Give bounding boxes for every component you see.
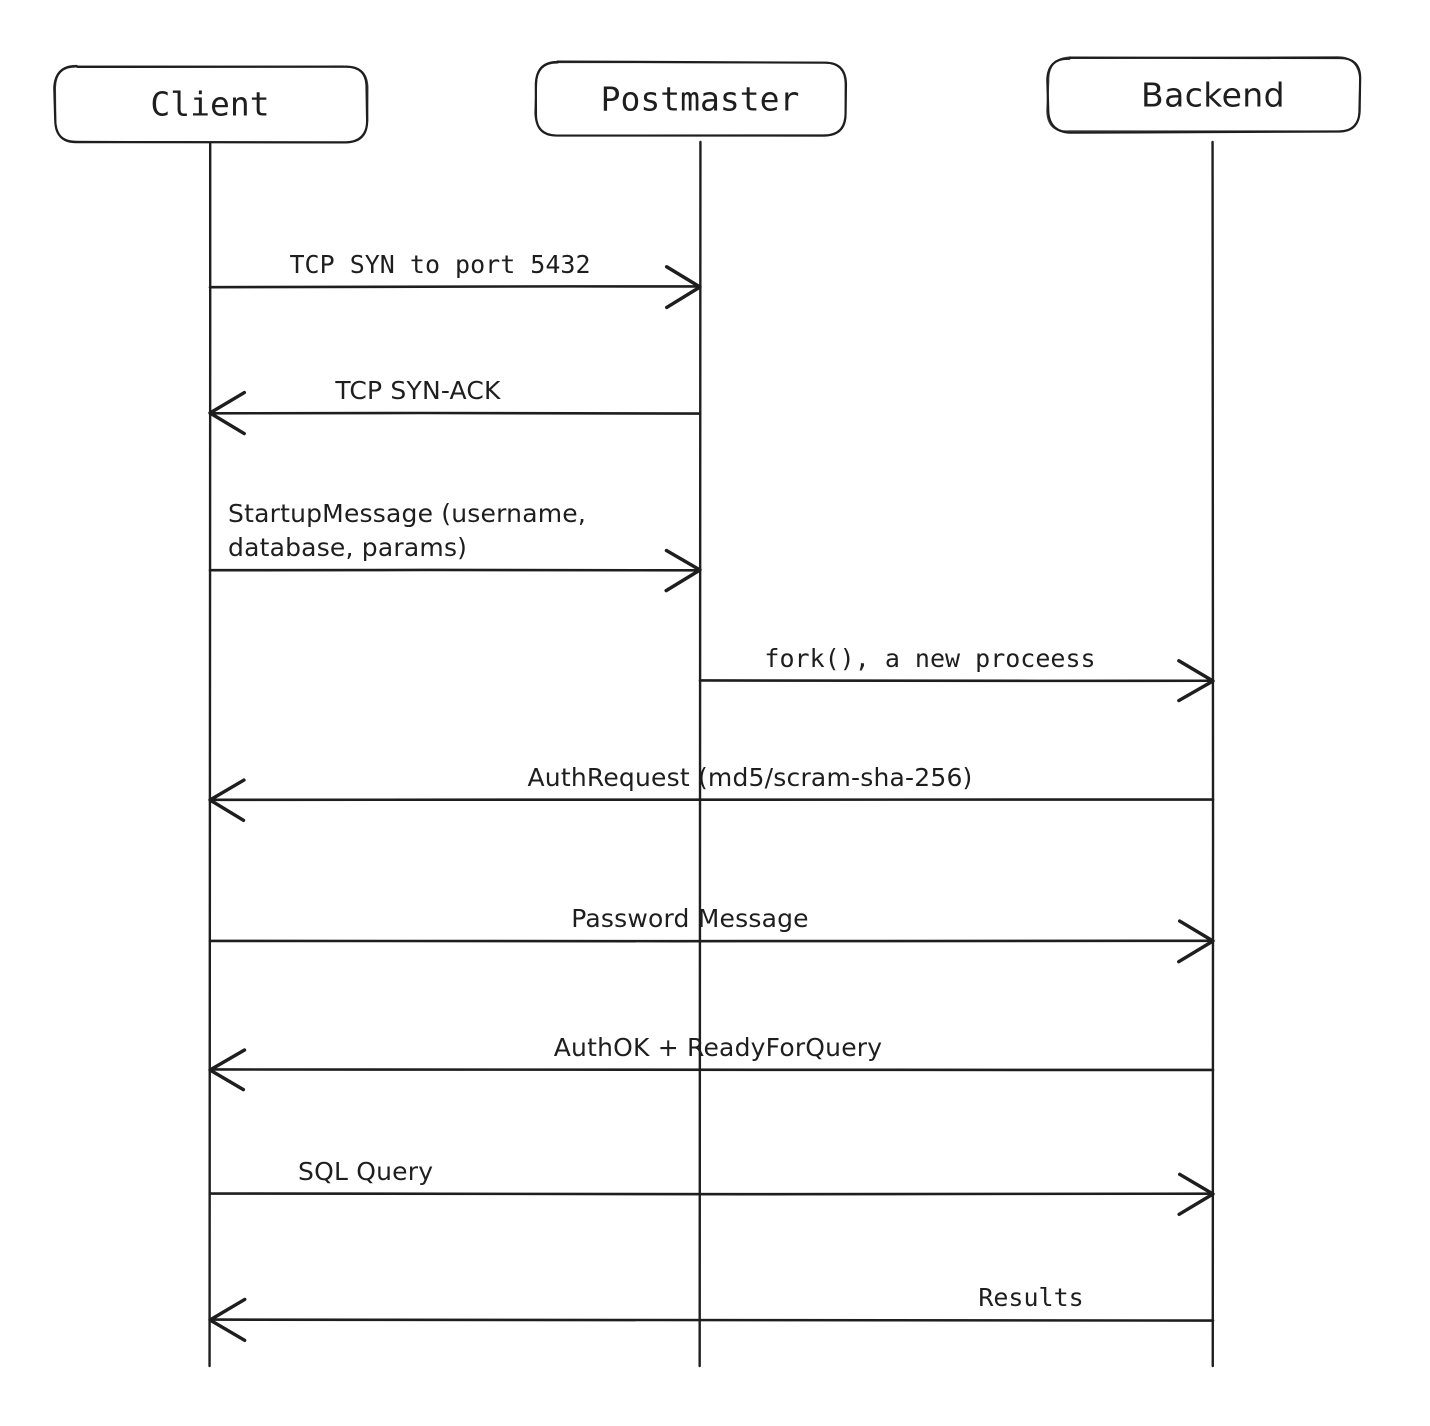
message-label-results: Results: [978, 1283, 1083, 1312]
message-sql-query[interactable]: SQL Query: [208, 1157, 1215, 1217]
message-label-fork-process: fork(), a new proceess: [764, 644, 1095, 673]
message-startup-message[interactable]: StartupMessage (username, database, param…: [208, 499, 702, 593]
participant-label-backend: Backend: [1141, 76, 1285, 115]
arrowhead-password-message: [1177, 919, 1215, 964]
message-label-tcp-syn: TCP SYN to port 5432: [289, 250, 590, 279]
participants-layer: Client Postmaster Backend: [53, 56, 1362, 144]
participant-box-postmaster[interactable]: Postmaster: [534, 60, 848, 137]
message-label-authok-readyforquery: AuthOK + ReadyForQuery: [554, 1033, 883, 1062]
message-label-startup-message-line-1: StartupMessage (username,: [228, 499, 586, 528]
arrowhead-tcp-syn-ack: [208, 390, 247, 436]
participant-box-backend[interactable]: Backend: [1046, 56, 1362, 134]
arrowhead-startup-message: [664, 548, 702, 593]
message-results[interactable]: Results: [208, 1283, 1215, 1343]
message-password-message[interactable]: Password Message: [208, 904, 1215, 964]
arrowhead-sql-query: [1177, 1172, 1215, 1217]
arrowhead-authok-readyforquery: [208, 1048, 247, 1092]
message-tcp-syn[interactable]: TCP SYN to port 5432: [208, 250, 702, 310]
message-authok-readyforquery[interactable]: AuthOK + ReadyForQuery: [208, 1033, 1215, 1092]
message-label-auth-request: AuthRequest (md5/scram-sha-256): [527, 763, 972, 792]
arrowhead-auth-request: [208, 778, 246, 823]
lifeline-client: [208, 140, 212, 1368]
participant-label-client: Client: [150, 85, 269, 124]
participant-label-postmaster: Postmaster: [601, 80, 800, 119]
lifelines-layer: [208, 140, 1215, 1368]
message-tcp-syn-ack[interactable]: TCP SYN-ACK: [208, 376, 702, 436]
message-label-startup-message-line-2: database, params): [228, 533, 467, 562]
arrowhead-tcp-syn: [664, 265, 702, 310]
message-fork-process[interactable]: fork(), a new proceess: [698, 644, 1215, 703]
arrowhead-fork-process: [1177, 659, 1215, 703]
message-label-tcp-syn-ack: TCP SYN-ACK: [334, 376, 501, 405]
lifeline-postmaster: [698, 140, 702, 1368]
arrowhead-results: [208, 1297, 247, 1343]
message-label-sql-query: SQL Query: [298, 1157, 433, 1186]
message-auth-request[interactable]: AuthRequest (md5/scram-sha-256): [208, 763, 1215, 823]
message-label-password-message: Password Message: [571, 904, 809, 933]
participant-box-client[interactable]: Client: [53, 64, 369, 144]
